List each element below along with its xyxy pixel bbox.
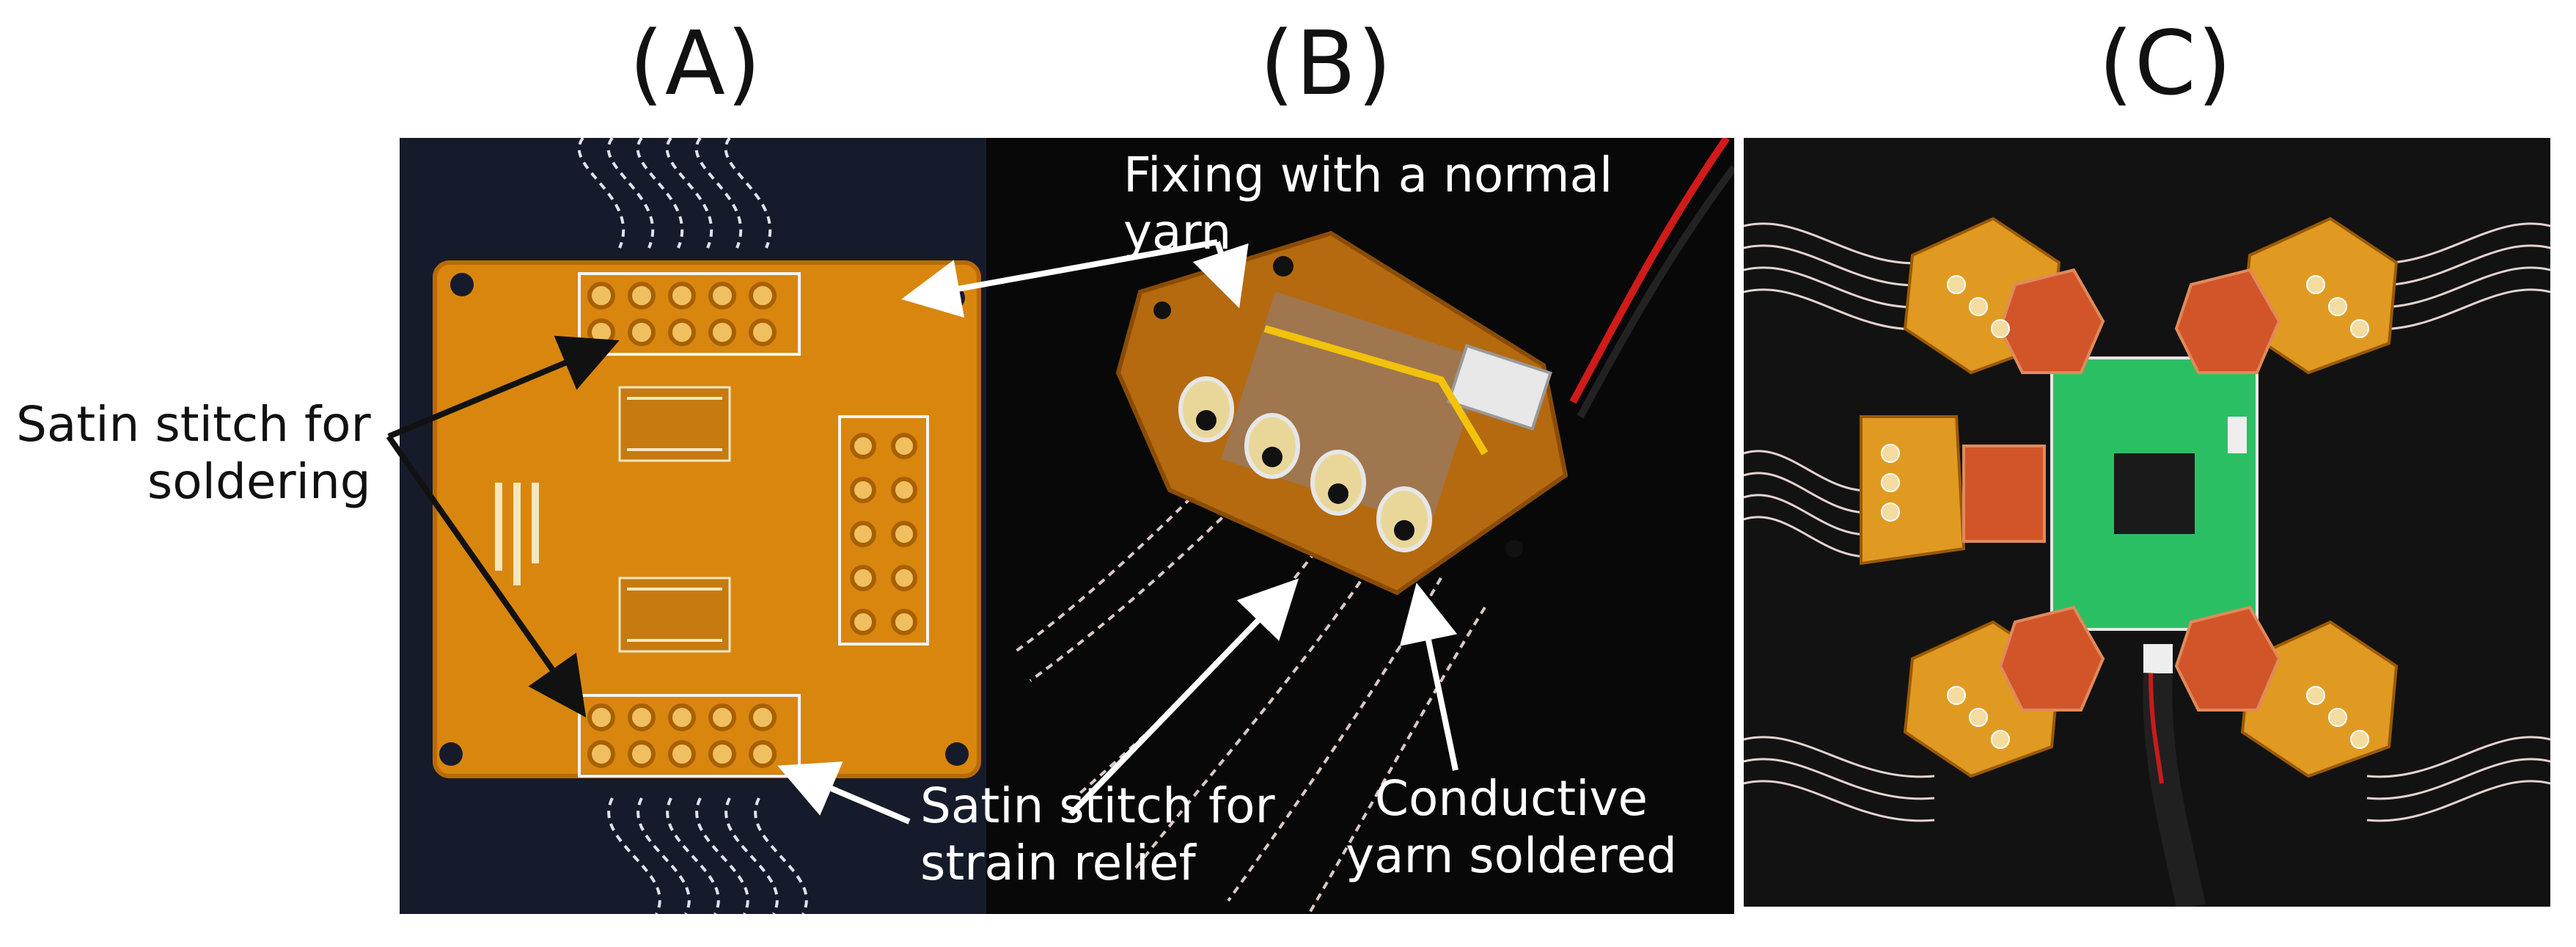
panel-label-a: (A): [629, 13, 763, 115]
photo-a-drawing: [400, 138, 986, 914]
panel-label-b: (B): [1260, 13, 1393, 115]
annotation-strain-relief-line1: Satin stitch for: [920, 778, 1275, 834]
annotation-strain-relief-line2: strain relief: [920, 834, 1196, 891]
photo-panel-a: [400, 138, 986, 914]
annotation-conductive-line1: Conductive: [1374, 770, 1648, 827]
annotation-fixing: Fixing with a normal yarn: [1123, 147, 1612, 261]
annotation-conductive: Conductive yarn soldered: [1346, 770, 1677, 885]
annotation-strain-relief: Satin stitch for strain relief: [920, 778, 1275, 892]
annotation-satin-soldering-line2: soldering: [147, 453, 371, 510]
annotation-fixing-line2: yarn: [1123, 203, 1232, 260]
panel-label-c: (C): [2099, 13, 2234, 115]
annotation-satin-soldering-line1: Satin stitch for: [16, 396, 371, 453]
annotation-satin-soldering: Satin stitch for soldering: [16, 396, 371, 511]
photo-c-drawing: [1744, 138, 2550, 907]
annotation-conductive-line2: yarn soldered: [1346, 827, 1678, 884]
annotation-fixing-line1: Fixing with a normal: [1123, 147, 1613, 203]
photo-panel-c: [1744, 138, 2550, 907]
